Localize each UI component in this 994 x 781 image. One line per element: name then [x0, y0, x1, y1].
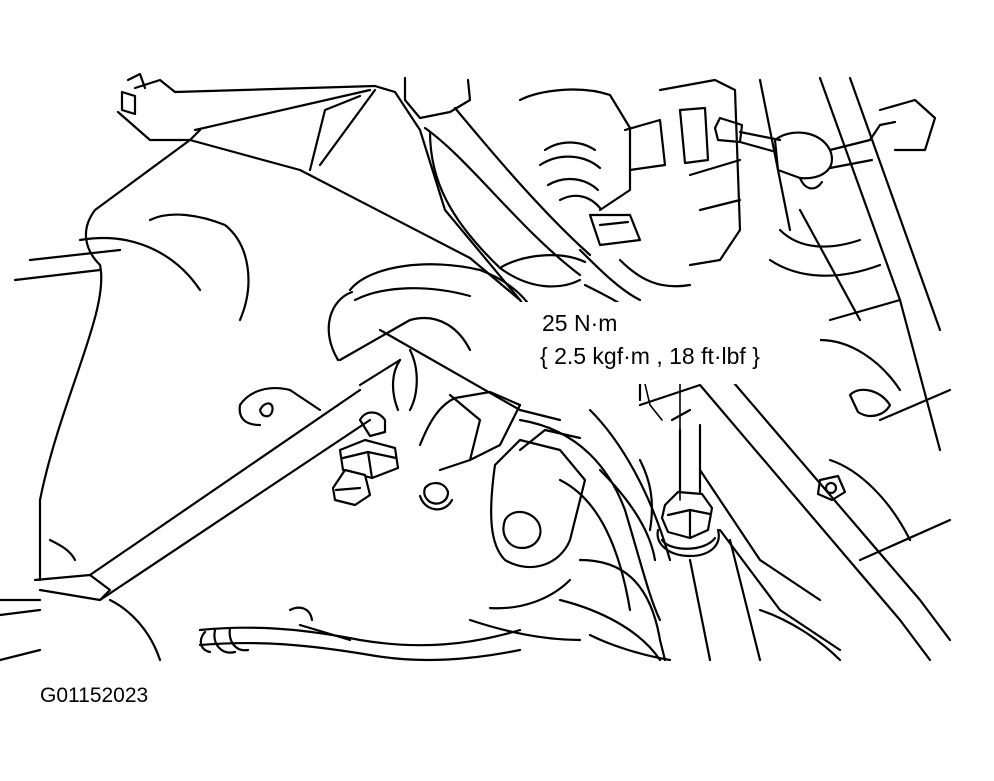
engine-block — [0, 128, 372, 617]
lower-cables — [0, 598, 842, 662]
intake-pipe — [116, 72, 562, 357]
starter-motor — [238, 263, 562, 472]
torque-callout-box — [520, 302, 820, 384]
air-duct — [403, 76, 592, 288]
sensor-connector — [713, 98, 937, 190]
mounting-bracket — [490, 428, 587, 569]
figure-id-label: G01152023 — [40, 684, 149, 707]
wire-harness — [468, 408, 672, 662]
torque-spec-primary: 25 N·m — [542, 310, 618, 336]
callout-leader — [644, 383, 681, 501]
mounting-bolt — [656, 408, 720, 558]
starter-terminal — [331, 411, 454, 511]
throttle-assembly — [518, 78, 742, 320]
frame-rails — [758, 76, 952, 562]
torque-spec-secondary: { 2.5 kgf·m , 18 ft·lbf } — [540, 343, 760, 369]
